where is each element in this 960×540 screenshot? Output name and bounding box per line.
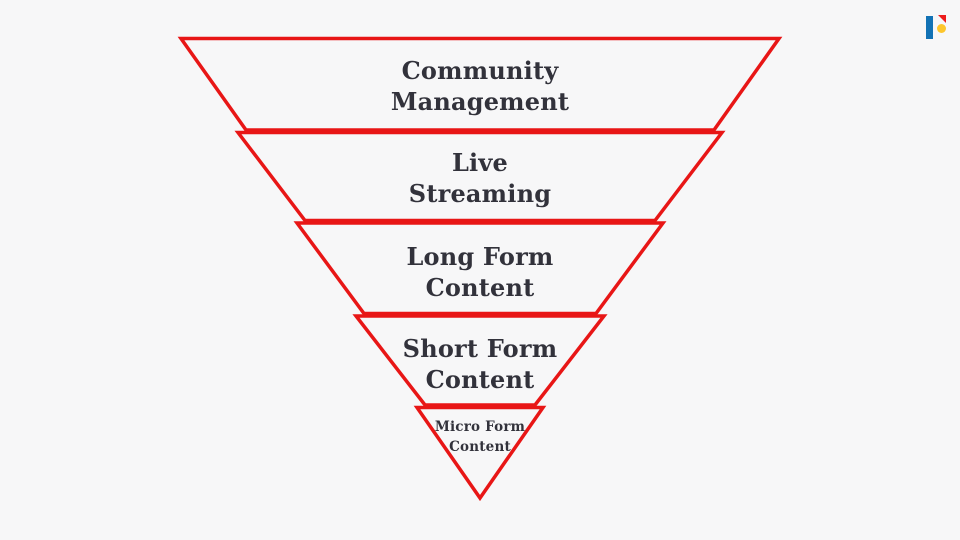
funnel-tier-3-shape (293, 221, 667, 316)
funnel-tier-2-shape (234, 130, 726, 223)
funnel-tier-5-shape (413, 405, 547, 502)
tier-1-label: Community Management (0, 55, 960, 117)
tier-5-label: Micro Form Content (0, 417, 960, 457)
tier-3-line-1: Long Form (406, 242, 554, 271)
tier-4-line-1: Short Form (402, 334, 558, 363)
funnel-tier-1-shape (177, 36, 783, 132)
tier-5-line-1: Micro Form (434, 419, 526, 435)
tier-3-line-2: Content (425, 273, 535, 302)
tier-1-line-2: Management (390, 87, 570, 116)
tier-4-label: Short Form Content (0, 333, 960, 395)
logo-red-triangle-icon (938, 15, 946, 23)
tier-4-line-2: Content (425, 365, 535, 394)
tier-2-line-2: Streaming (408, 179, 552, 208)
tier-1-line-1: Community (401, 56, 559, 85)
tier-3-label: Long Form Content (0, 241, 960, 303)
tier-2-label: Live Streaming (0, 147, 960, 209)
funnel-tier-4-shape (352, 314, 608, 407)
tier-5-line-2: Content (449, 439, 511, 455)
logo-yellow-circle-icon (937, 24, 946, 33)
logo-blue-bar-icon (926, 16, 933, 39)
piktochart-logo (926, 15, 946, 39)
tier-2-line-1: Live (451, 148, 508, 177)
